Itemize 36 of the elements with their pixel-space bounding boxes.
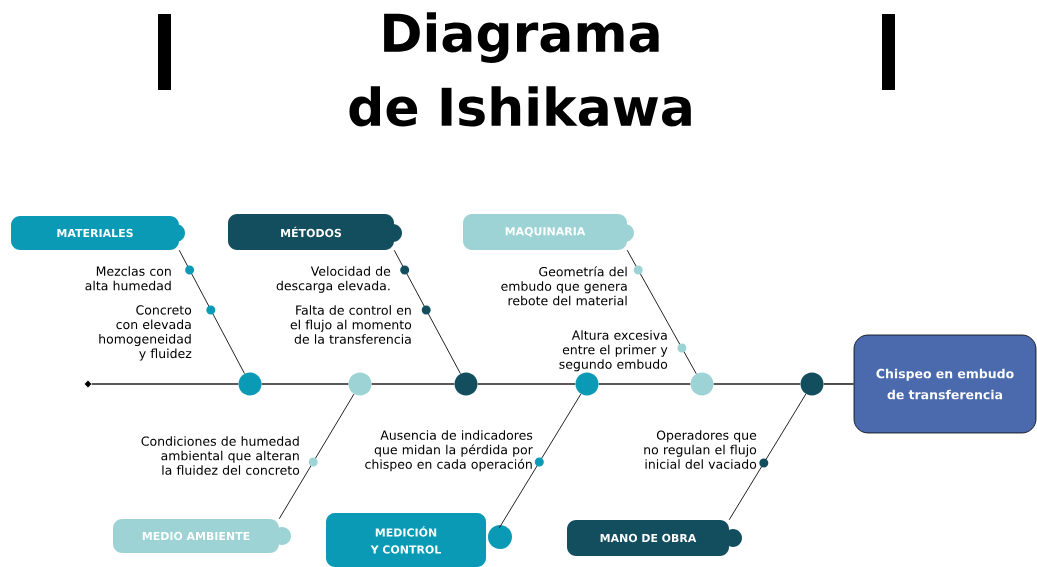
junction-circle <box>575 372 599 396</box>
category-box: MEDICIÓN Y CONTROL <box>326 513 512 567</box>
bone-line <box>626 249 697 375</box>
cause-text: Condiciones de humedad ambiental que alteran la fluidez del concreto <box>141 436 300 475</box>
spine-line <box>822 383 855 385</box>
junction-circle <box>690 372 714 396</box>
title: Diagrama de Ishikawa <box>349 12 691 127</box>
junction-circle <box>800 372 824 396</box>
category-box: MÉTODOS <box>228 214 402 250</box>
spine-line <box>260 383 350 385</box>
spine-line <box>476 383 577 385</box>
cause-text: Ausencia de indicadores que midan la pérdida por chispeo en cada operación <box>365 430 533 472</box>
category-box: MANO DE OBRA <box>567 520 742 556</box>
category-box: MATERIALES <box>11 216 185 250</box>
bone-line <box>278 393 355 520</box>
junction-circle <box>238 372 262 396</box>
category-box: MAQUINARIA <box>463 214 634 250</box>
junction-circle <box>454 372 478 396</box>
category-box: MEDIO AMBIENTE <box>113 519 291 553</box>
cause-text: Altura excesiva entre el primer y segundo embudo <box>559 330 668 372</box>
cause-text: Mezclas con alta humedad <box>85 266 171 291</box>
cause-text: Concreto con elevada homogeneidad y fluidez <box>99 305 192 361</box>
cause-text: Geometría del embudo que genera rebote del material <box>501 266 627 306</box>
cause-text: Velocidad de descarga elevada. <box>276 266 391 293</box>
junction-circle <box>348 372 372 396</box>
bone-line <box>728 393 807 521</box>
spine-line <box>370 383 456 385</box>
effect-box: Chispeo en embudo de transferencia <box>853 334 1037 434</box>
cause-text: Falta de control en el flujo al momento de la transferencia <box>290 305 412 344</box>
spine-line <box>712 383 802 385</box>
bone-line <box>393 249 461 375</box>
spine-line <box>90 383 240 385</box>
bone-line <box>498 393 582 529</box>
bone-line <box>178 249 246 375</box>
cause-text: Operadores que no regulan el flujo inicial del vaciado <box>644 430 757 469</box>
spine-line <box>597 383 692 385</box>
